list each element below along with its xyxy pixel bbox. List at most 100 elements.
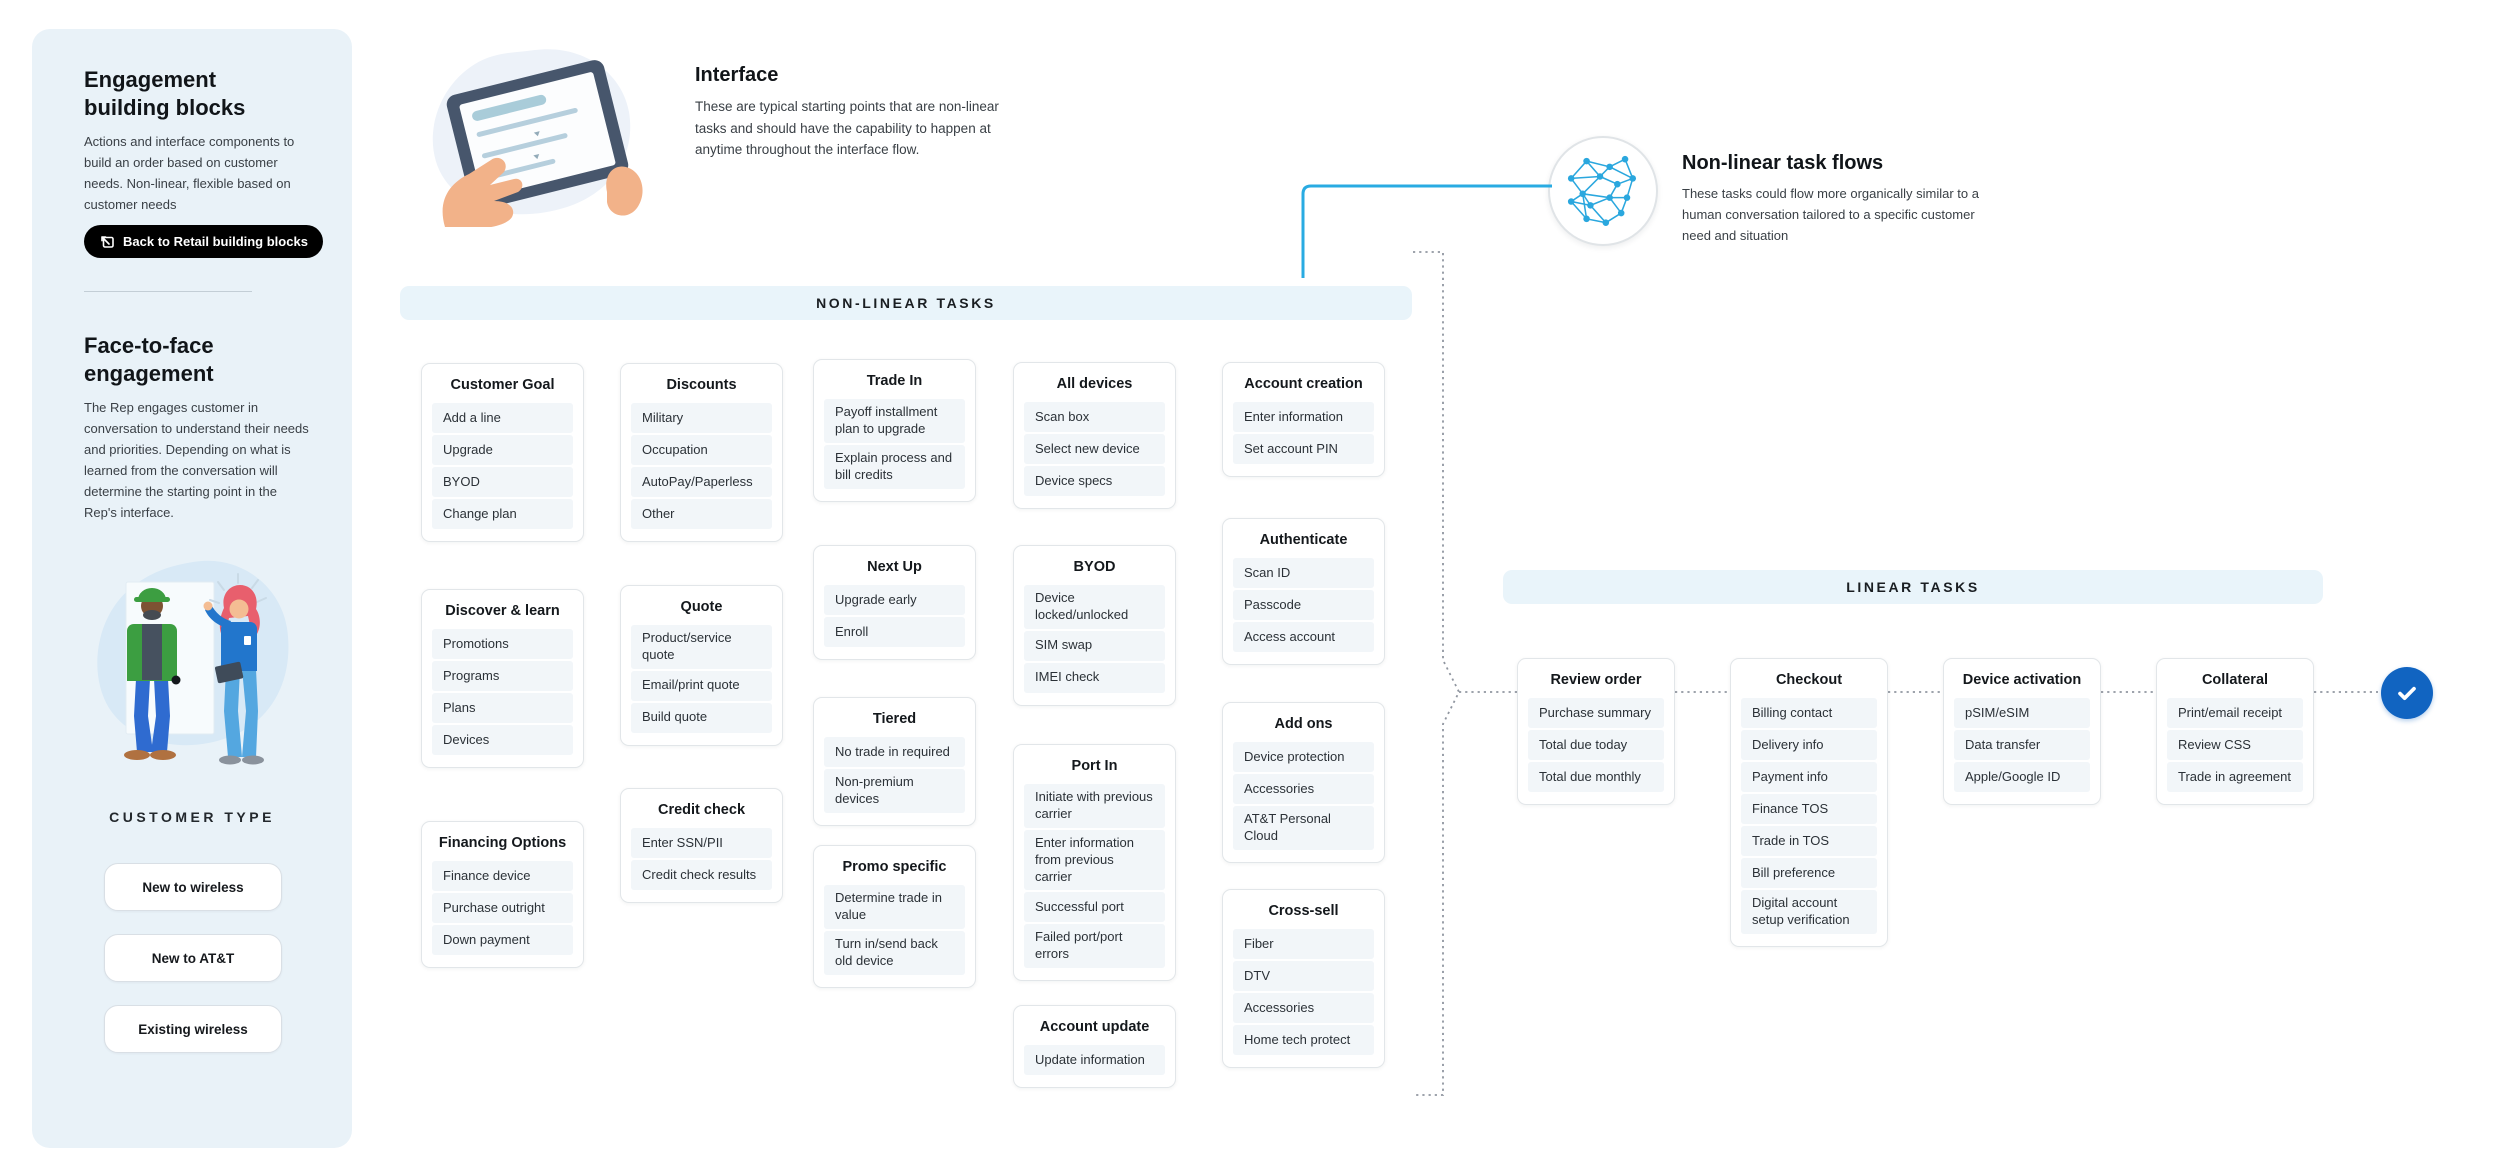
card-item-apple-google-id: Apple/Google ID (1954, 762, 2090, 792)
card-title: All devices (1056, 376, 1133, 392)
card-item-down-payment: Down payment (432, 925, 573, 955)
card-title: Tiered (872, 711, 917, 727)
customer-type-new-to-wireless[interactable]: New to wireless (104, 863, 282, 911)
card-title: Quote (680, 599, 723, 615)
customer-type-label: CUSTOMER TYPE (109, 809, 275, 825)
card-item-non-premium-devices: Non-premium devices (824, 769, 965, 813)
card-item-fiber: Fiber (1233, 929, 1374, 959)
rep-customer-illustration (97, 560, 289, 765)
interface-description: These are typical starting points that a… (695, 99, 999, 158)
card-item-finance-tos: Finance TOS (1741, 794, 1877, 824)
card-item-digital-account-setup-verification: Digital account setup verification (1741, 890, 1877, 934)
card-item-finance-device: Finance device (432, 861, 573, 891)
card-item-home-tech-protect: Home tech protect (1233, 1025, 1374, 1055)
card-item-initiate-with-previous-carrier: Initiate with previous carrier (1024, 784, 1165, 828)
sidebar-divider (84, 291, 252, 292)
sidebar-description: Actions and interface components to buil… (84, 134, 295, 213)
card-item-enroll: Enroll (824, 617, 965, 647)
customer-type-existing-wireless[interactable]: Existing wireless (104, 1005, 282, 1053)
card-title: Promo specific (842, 859, 947, 875)
card-item-turn-in-send-back-old-device: Turn in/send back old device (824, 930, 965, 975)
card-item-review-css: Review CSS (2167, 730, 2303, 760)
card-title: Financing Options (438, 835, 567, 851)
card-item-change-plan: Change plan (432, 499, 573, 529)
nonlinear-flows-description: These tasks could flow more organically … (1682, 186, 1979, 243)
card-item-determine-trade-in-value: Determine trade in value (824, 885, 965, 929)
card-item-enter-information: Enter information (1233, 402, 1374, 432)
card-item-set-account-pin: Set account PIN (1233, 434, 1374, 464)
return-box-arrow-icon (99, 234, 115, 250)
card-item-delivery-info: Delivery info (1741, 730, 1877, 760)
card-item-scan-box: Scan box (1024, 402, 1165, 432)
card-item-upgrade-early: Upgrade early (824, 585, 965, 615)
card-item-email-print-quote: Email/print quote (631, 670, 772, 701)
flow-complete-check-icon (2381, 667, 2433, 719)
tablet-hands-illustration (432, 49, 643, 227)
card-item-plans: Plans (432, 693, 573, 723)
card-title: Device activation (1962, 672, 2082, 688)
card-item-total-due-today: Total due today (1528, 730, 1664, 760)
card-item-imei-check: IMEI check (1024, 662, 1165, 693)
card-item-military: Military (631, 403, 772, 433)
card-item-promotions: Promotions (432, 629, 573, 659)
card-title: Account update (1039, 1019, 1150, 1035)
back-to-retail-button[interactable]: Back to Retail building blocks (84, 225, 323, 258)
card-title: Port In (1071, 758, 1118, 774)
card-item-build-quote: Build quote (631, 702, 772, 733)
card-title: Cross-sell (1268, 903, 1339, 919)
card-item-bill-preference: Bill preference (1741, 858, 1877, 888)
card-title: Discounts (666, 377, 737, 393)
card-item-trade-in-tos: Trade in TOS (1741, 826, 1877, 856)
card-title: Authenticate (1259, 532, 1348, 548)
customer-type-new-to-att[interactable]: New to AT&T (104, 934, 282, 982)
card-item-select-new-device: Select new device (1024, 434, 1165, 464)
card-item-payment-info: Payment info (1741, 762, 1877, 792)
interface-intro: Interface These are typical starting poi… (695, 64, 1017, 161)
card-item-enter-ssn-pii: Enter SSN/PII (631, 828, 772, 858)
card-item-occupation: Occupation (631, 435, 772, 465)
card-title: BYOD (1073, 559, 1116, 575)
card-item-accessories: Accessories (1233, 993, 1374, 1023)
card-item-device-protection: Device protection (1233, 742, 1374, 772)
card-item-accessories: Accessories (1233, 774, 1374, 804)
card-title: Add ons (1274, 716, 1333, 732)
face-to-face-title: Face-to-face engagement (84, 333, 214, 386)
card-item-access-account: Access account (1233, 622, 1374, 652)
card-item-no-trade-in-required: No trade in required (824, 737, 965, 767)
sidebar-title: Engagement building blocks (84, 67, 246, 120)
nonlinear-tasks-banner: NON-LINEAR TASKS (400, 286, 1412, 320)
card-item-device-specs: Device specs (1024, 466, 1165, 496)
card-item-total-due-monthly: Total due monthly (1528, 762, 1664, 792)
card-item-purchase-outright: Purchase outright (432, 893, 573, 923)
card-item-print-email-receipt: Print/email receipt (2167, 698, 2303, 728)
card-title: Customer Goal (450, 377, 555, 393)
card-title: Discover & learn (445, 603, 560, 619)
card-item-device-locked-unlocked: Device locked/unlocked (1024, 585, 1165, 629)
card-item-failed-port-port-errors: Failed port/port errors (1024, 924, 1165, 969)
card-item-devices: Devices (432, 725, 573, 755)
card-item-explain-process-and-bill-credits: Explain process and bill credits (824, 444, 965, 489)
card-item-update-information: Update information (1024, 1045, 1165, 1075)
card-title: Account creation (1244, 376, 1363, 392)
card-title: Next Up (867, 559, 922, 575)
card-item-sim-swap: SIM swap (1024, 630, 1165, 661)
network-graph-icon (1548, 136, 1658, 246)
card-item-trade-in-agreement: Trade in agreement (2167, 762, 2303, 792)
card-item-psim-esim: pSIM/eSIM (1954, 698, 2090, 728)
